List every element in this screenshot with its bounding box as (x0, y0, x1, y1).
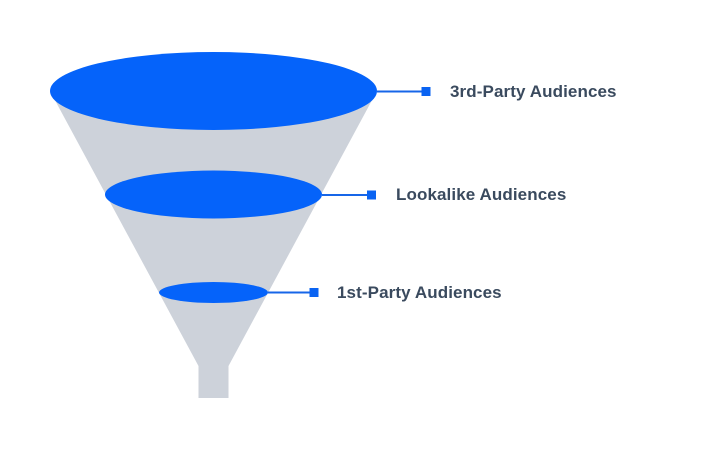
funnel-body (50, 91, 377, 398)
stage-label-1st-party: 1st-Party Audiences (337, 283, 502, 302)
connector-marker-lookalike (367, 190, 376, 200)
connector-marker-1st-party (309, 288, 319, 297)
stage-ellipse-1st-party (159, 282, 268, 303)
stage-label-lookalike: Lookalike Audiences (396, 185, 567, 204)
stage-label-3rd-party: 3rd-Party Audiences (450, 82, 617, 101)
connector-marker-3rd-party (421, 87, 431, 96)
stage-ellipse-lookalike (105, 170, 322, 219)
stage-ellipse-3rd-party (50, 52, 377, 130)
